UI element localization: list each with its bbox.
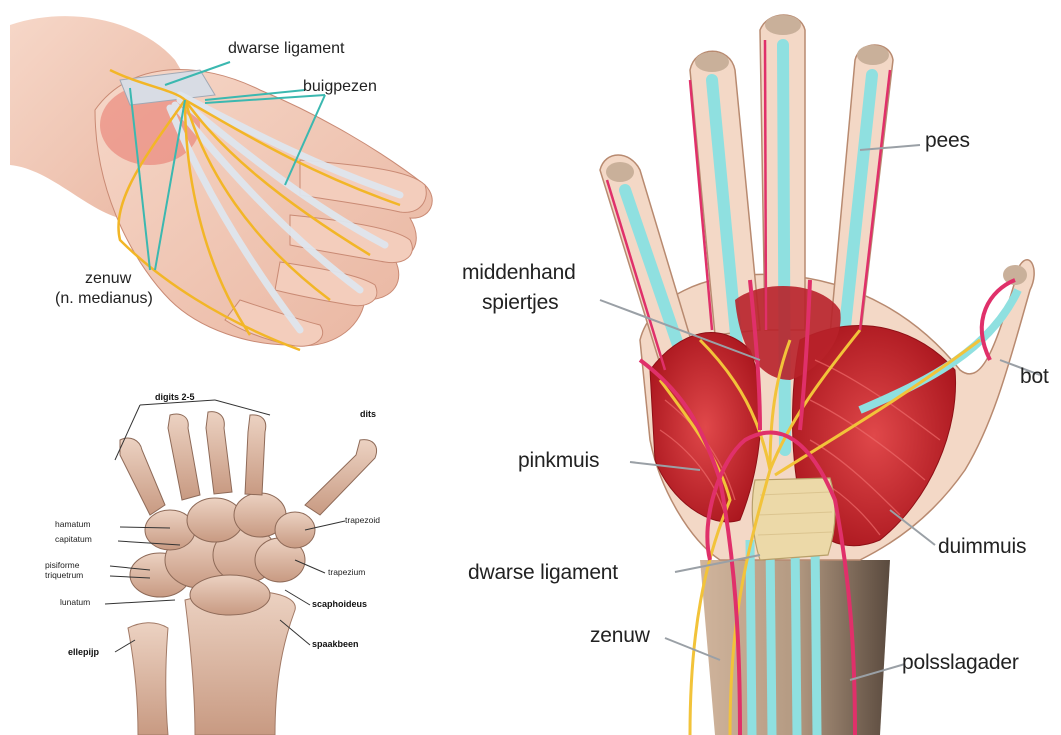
label-bot: bot: [1020, 366, 1049, 389]
label-hamatum: hamatum: [55, 520, 90, 529]
label-polsslagader: polsslagader: [902, 652, 1019, 675]
label-scaphoideus: scaphoideus: [312, 600, 367, 610]
label-digits: digits 2-5: [155, 393, 195, 403]
label-lunatum: lunatum: [60, 598, 90, 607]
palm-dissection-illustration: [600, 15, 1040, 735]
label-triquetrum: triquetrum: [45, 571, 83, 580]
label-duimmuis: duimmuis: [938, 536, 1026, 559]
label-zenuw-right: zenuw: [590, 625, 650, 648]
label-capitatum: capitatum: [55, 535, 92, 544]
label-dwarse-ligament-right: dwarse ligament: [468, 562, 618, 585]
label-spaakbeen: spaakbeen: [312, 640, 359, 650]
label-middenhand: middenhand: [462, 262, 576, 285]
label-ellepijp: ellepijp: [68, 648, 99, 658]
label-trapezoid: trapezoid: [345, 516, 380, 525]
label-thumb: dits: [360, 410, 376, 420]
label-pinkmuis: pinkmuis: [518, 450, 599, 473]
label-n-medianus: (n. medianus): [55, 290, 153, 307]
label-zenuw-top: zenuw: [85, 270, 131, 287]
label-pisiforme: pisiforme: [45, 561, 79, 570]
label-buigpezen: buigpezen: [303, 78, 377, 95]
label-spiertjes: spiertjes: [482, 292, 558, 315]
label-dwarse-ligament-top: dwarse ligament: [228, 40, 345, 57]
label-pees: pees: [925, 130, 970, 153]
label-trapezium: trapezium: [328, 568, 365, 577]
